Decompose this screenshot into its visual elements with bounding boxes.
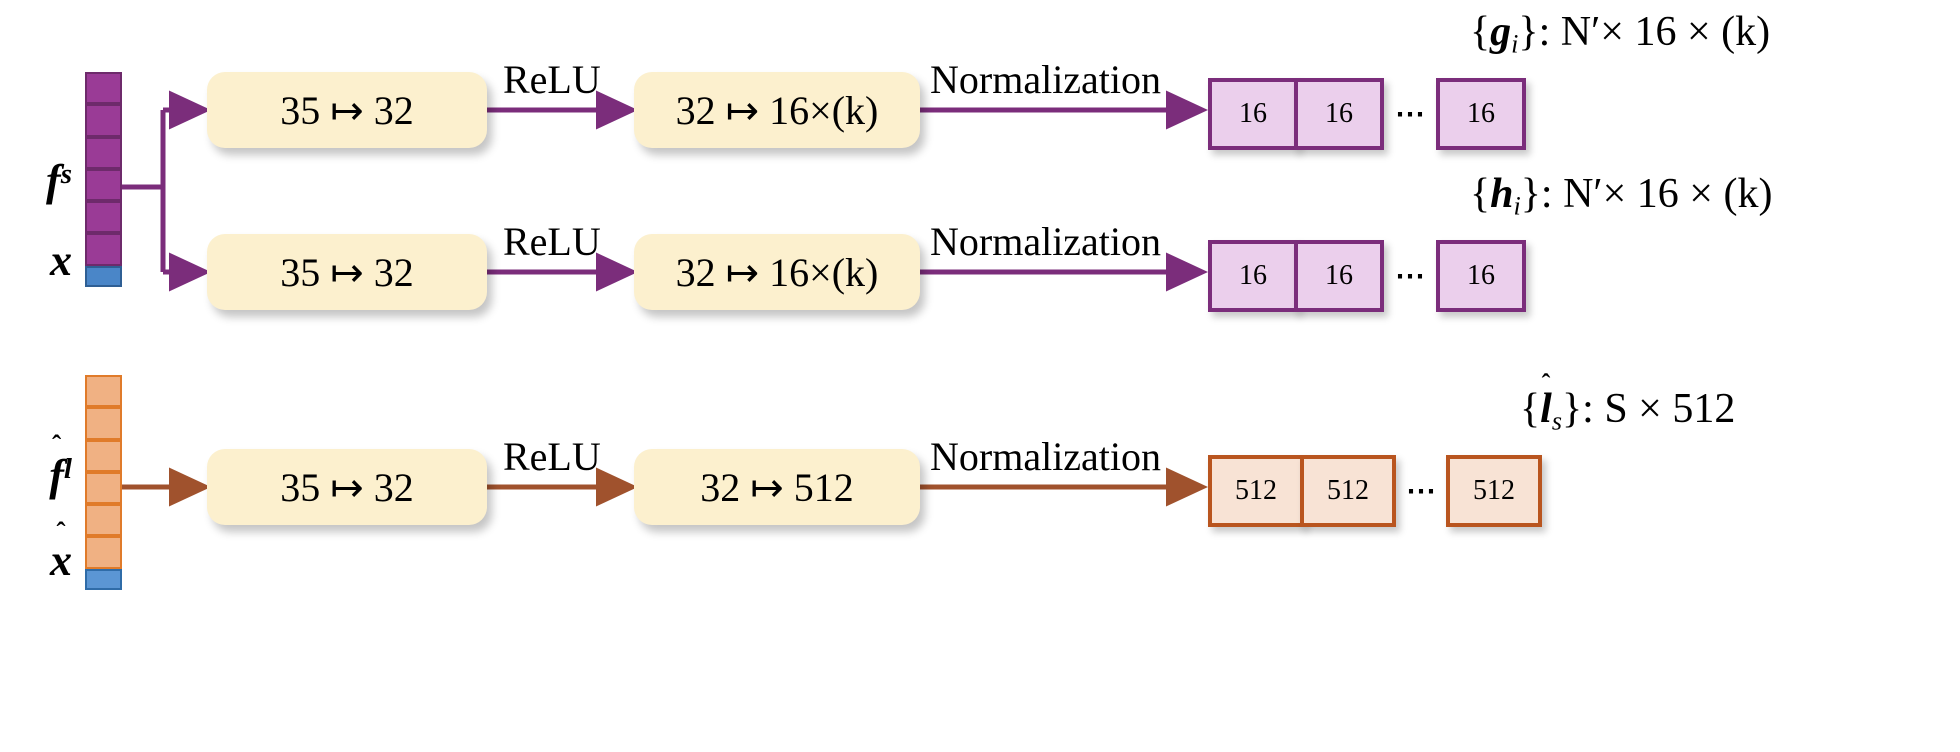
activation-label-g-text: ReLU	[503, 57, 601, 102]
vector-cell-coord	[85, 568, 122, 591]
mlp-box-g-2[interactable]: 32 ↦ 16×(k)	[634, 72, 920, 148]
output-caption-g-dims: }: N′× 16 × (k)	[1518, 9, 1771, 55]
activation-label-h: ReLU	[503, 218, 601, 265]
output-cell-label: 16	[1467, 260, 1495, 291]
output-caption-h: {hi}: N′× 16 × (k)	[1470, 170, 1772, 221]
vector-cell	[85, 72, 122, 105]
output-ellipsis: ⋯	[1384, 240, 1436, 312]
norm-label-h: Normalization	[930, 218, 1161, 265]
output-cells-l: 512 512 ⋯ 512	[1208, 455, 1542, 527]
input-vector-long	[85, 375, 122, 591]
output-cell: 16	[1294, 78, 1384, 150]
mlp-box-l-2-label: 32 ↦ 512	[700, 464, 854, 510]
output-ellipsis-text: ⋯	[1406, 474, 1436, 508]
output-caption-l: {̂l s}: S × 512	[1520, 385, 1735, 436]
output-cell-label: 16	[1239, 260, 1267, 291]
output-ellipsis: ⋯	[1396, 455, 1446, 527]
output-cell-label: 512	[1327, 475, 1369, 506]
mlp-box-h-2[interactable]: 32 ↦ 16×(k)	[634, 234, 920, 310]
vector-cell	[85, 407, 122, 440]
label-feature-short: fs	[0, 155, 72, 206]
vector-cell	[85, 168, 122, 201]
output-cell-label: 16	[1467, 98, 1495, 129]
mlp-box-g-1-label: 35 ↦ 32	[280, 87, 414, 133]
vector-cell	[85, 233, 122, 266]
activation-label-l: ReLU	[503, 433, 601, 480]
output-cell: 512	[1208, 455, 1304, 527]
output-ellipsis-text: ⋯	[1395, 259, 1425, 293]
mlp-box-g-1[interactable]: 35 ↦ 32	[207, 72, 487, 148]
output-cell: 16	[1436, 240, 1526, 312]
output-cell-label: 512	[1473, 475, 1515, 506]
vector-cell	[85, 104, 122, 137]
output-cell-label: 512	[1235, 475, 1277, 506]
label-feature-long-text: f	[49, 451, 64, 500]
label-feature-short-text: f	[46, 156, 61, 205]
vector-cell	[85, 504, 122, 537]
output-caption-h-set: {h	[1470, 171, 1514, 217]
norm-label-g-text: Normalization	[930, 57, 1162, 102]
output-cell: 16	[1208, 240, 1298, 312]
label-coord-short-text: x	[50, 236, 72, 285]
output-caption-l-set: {̂l	[1520, 386, 1552, 432]
vector-cell	[85, 536, 122, 569]
output-cell: 16	[1436, 78, 1526, 150]
mlp-box-g-2-label: 32 ↦ 16×(k)	[675, 87, 879, 133]
vector-cell	[85, 439, 122, 472]
output-cell-label: 16	[1239, 98, 1267, 129]
output-caption-g-sub: i	[1511, 29, 1519, 59]
output-ellipsis-text: ⋯	[1395, 97, 1425, 131]
label-feature-long: ̂ fl	[0, 450, 72, 501]
label-feature-long-sup: l	[63, 452, 72, 485]
label-feature-short-sup: s	[60, 157, 72, 190]
mlp-box-l-2[interactable]: 32 ↦ 512	[634, 449, 920, 525]
output-caption-l-dims: }: S × 512	[1561, 386, 1736, 432]
output-caption-g: {gi}: N′× 16 × (k)	[1470, 8, 1770, 59]
label-coord-short: x	[0, 235, 72, 286]
activation-label-g: ReLU	[503, 56, 601, 103]
vector-cell-coord	[85, 265, 122, 288]
output-cell: 16	[1208, 78, 1298, 150]
norm-label-l: Normalization	[930, 433, 1161, 480]
output-cell-label: 16	[1325, 260, 1353, 291]
vector-cell	[85, 471, 122, 504]
mlp-box-l-1[interactable]: 35 ↦ 32	[207, 449, 487, 525]
norm-label-g: Normalization	[930, 56, 1161, 103]
norm-label-l-text: Normalization	[930, 434, 1162, 479]
output-caption-h-sub: i	[1513, 191, 1521, 221]
output-cell-label: 16	[1325, 98, 1353, 129]
output-caption-l-sub: s	[1551, 406, 1562, 436]
output-ellipsis: ⋯	[1384, 78, 1436, 150]
activation-label-h-text: ReLU	[503, 219, 601, 264]
output-cells-h: 16 16 ⋯ 16	[1208, 240, 1526, 312]
mlp-box-h-2-label: 32 ↦ 16×(k)	[675, 249, 879, 295]
activation-label-l-text: ReLU	[503, 434, 601, 479]
output-cell: 512	[1446, 455, 1542, 527]
mlp-box-l-1-label: 35 ↦ 32	[280, 464, 414, 510]
output-cell: 16	[1294, 240, 1384, 312]
mlp-box-h-1[interactable]: 35 ↦ 32	[207, 234, 487, 310]
label-coord-long-text: x	[50, 536, 72, 585]
output-cells-g: 16 16 ⋯ 16	[1208, 78, 1526, 150]
norm-label-h-text: Normalization	[930, 219, 1162, 264]
mlp-box-h-1-label: 35 ↦ 32	[280, 249, 414, 295]
vector-cell	[85, 201, 122, 234]
input-vector-short	[85, 72, 122, 288]
output-cell: 512	[1300, 455, 1396, 527]
output-caption-h-dims: }: N′× 16 × (k)	[1520, 171, 1773, 217]
output-caption-g-set: {g	[1470, 9, 1512, 55]
label-coord-long: ̂ x	[0, 535, 72, 586]
vector-cell	[85, 375, 122, 408]
vector-cell	[85, 136, 122, 169]
